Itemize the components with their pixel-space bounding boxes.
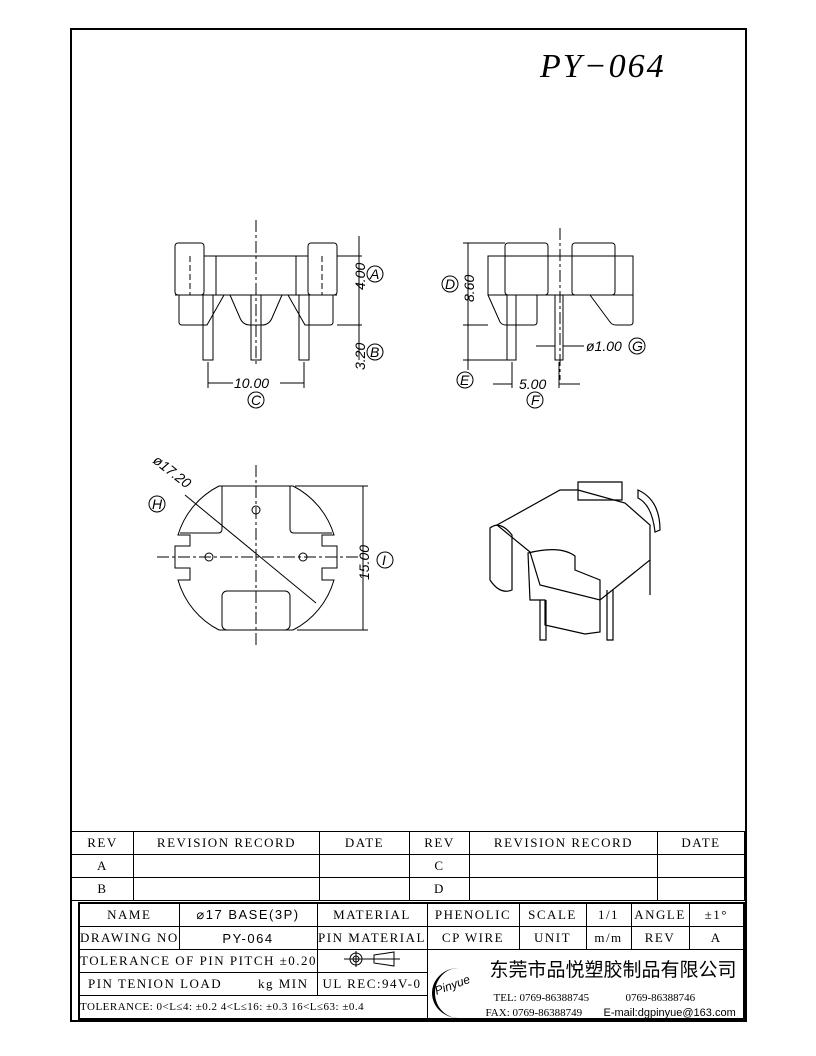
dim-h: ø17.20 [150,452,194,492]
callout-h: H [152,496,163,512]
rev-value: A [688,926,745,950]
fax: FAX: 0769-86388749 [485,1007,583,1019]
telephone: TEL: 0769-86388745 [493,992,590,1004]
projection-symbol [316,949,428,973]
callout-c: C [251,392,262,408]
side-view [441,228,646,409]
telephone-2: 0769-86388746 [625,992,696,1004]
general-tolerance: TOLERANCE: 0<L≤4: ±0.2 4<L≤16: ±0.3 16<L… [78,995,428,1020]
rev-cell: A [71,854,134,878]
col-record: REVISION RECORD [469,831,658,855]
third-angle-projection-icon [344,951,400,967]
record-cell [133,877,320,901]
rev-cell: B [71,877,134,901]
pin-load-label: PIN TENION LOAD [88,976,223,991]
revision-table: REV REVISION RECORD DATE REV REVISION RE… [71,831,745,901]
drawing-value: PY-064 [178,926,318,950]
record-cell [469,877,658,901]
rev-cell: D [409,877,470,901]
dim-d: 8.60 [461,275,477,302]
ul-rating: UL REC:94V-0 [316,972,428,996]
table-row: B D [71,877,745,901]
isometric-view [489,481,661,641]
revision-header: REV REVISION RECORD DATE REV REVISION RE… [71,831,745,855]
table-row: DRAWING NO. PY-064 PIN MATERIAL CP WIRE … [78,926,745,950]
logo-arc [431,968,485,1018]
col-record: REVISION RECORD [133,831,320,855]
table-row: PIN TENION LOAD kg MIN UL REC:94V-0 [78,972,744,996]
callout-i: I [382,552,386,568]
bottom-view [148,465,394,645]
dim-f: 5.00 [519,376,546,392]
dimension-labels: 4.00 3.20 10.00 8.60 5.00 ø1.00 ø17.20 1… [150,263,643,580]
name-label: NAME [78,902,180,927]
callout-e: E [460,372,470,388]
rev-cell: C [409,854,470,878]
pitch-tolerance: TOLERANCE OF PIN PITCH ±0.20 [78,949,318,973]
pin-load-cell: PIN TENION LOAD kg MIN [78,972,318,996]
angle-value: ±1° [688,902,745,927]
date-cell [319,854,410,878]
unit-value: m/m [585,926,632,950]
front-view [174,220,384,409]
col-rev: REV [409,831,470,855]
date-cell [657,854,745,878]
pin-material-label: PIN MATERIAL [316,926,428,950]
callout-f: F [531,392,541,408]
col-date: DATE [657,831,745,855]
record-cell [133,854,320,878]
scale-value: 1/1 [585,902,632,927]
dim-g: ø1.00 [586,338,622,354]
material-label: MATERIAL [316,902,428,927]
date-cell [657,877,745,901]
drawing-title: PY−064 [540,48,666,85]
table-row: NAME ⌀17 BASE(3P) MATERIAL PHENOLIC SCAL… [78,902,745,927]
pin-material-value: CP WIRE [426,926,520,950]
table-row: A C [71,854,745,878]
email: E-mail:dgpinyue@163.com [603,1007,736,1019]
name-value: ⌀17 BASE(3P) [178,902,318,927]
dim-c: 10.00 [234,375,269,391]
material-value: PHENOLIC [426,902,520,927]
dim-a: 4.00 [352,263,368,290]
scale-label: SCALE [518,902,587,927]
unit-label: UNIT [518,926,587,950]
table-row: TOLERANCE: 0<L≤4: ±0.2 4<L≤16: ±0.3 16<L… [78,995,744,1020]
sheet-border [70,28,747,1022]
pin-load-unit: kg MIN [257,976,309,991]
callout-g: G [632,338,643,354]
drawing-label: DRAWING NO. [78,926,180,950]
record-cell [469,854,658,878]
company-name: 东莞市品悦塑胶制品有限公司 [489,959,737,981]
company-logo-block: Pinyue 东莞市品悦塑胶制品有限公司 TEL: 0769-86388745 … [426,949,745,1020]
callout-b: B [370,344,379,360]
title-block: NAME ⌀17 BASE(3P) MATERIAL PHENOLIC SCAL… [78,902,745,1020]
col-date: DATE [319,831,410,855]
date-cell [319,877,410,901]
col-rev: REV [71,831,134,855]
callout-d: D [445,276,455,292]
table-row: TOLERANCE OF PIN PITCH ±0.20 Pinyue 东莞市品… [78,949,745,1020]
dim-i: 15.00 [356,545,372,580]
callout-a: A [369,266,379,282]
dim-b: 3.20 [352,343,368,370]
rev-label: REV [630,926,690,950]
angle-label: ANGLE [630,902,690,927]
